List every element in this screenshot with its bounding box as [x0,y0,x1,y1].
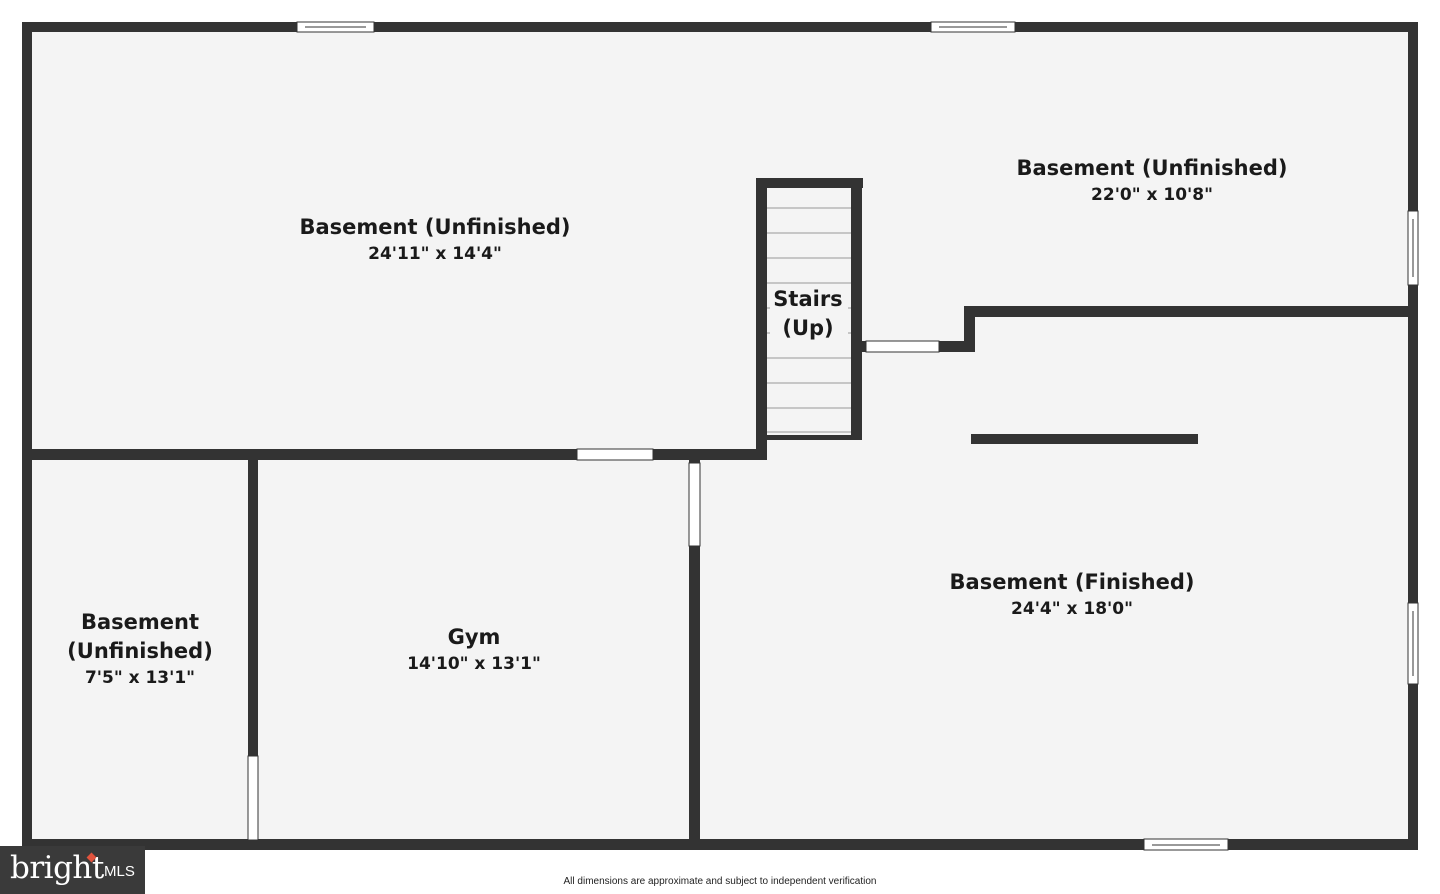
room-dimensions: 24'11" x 14'4" [368,244,502,264]
floor-area [28,27,1413,845]
room-basement-unfinished-main: Basement (Unfinished) 24'11" x 14'4" [300,215,571,264]
room-name-line1: Basement [81,610,199,634]
room-basement-unfinished-ne: Basement (Unfinished) 22'0" x 10'8" [1017,156,1288,205]
room-dimensions: 14'10" x 13'1" [407,654,541,674]
room-name: Basement (Unfinished) [1017,156,1288,180]
room-name: Basement (Finished) [950,570,1195,594]
room-name: Basement (Unfinished) [300,215,571,239]
room-dimensions: 22'0" x 10'8" [1091,185,1213,205]
logo-suffix: MLS [104,863,135,880]
room-basement-unfinished-sw: Basement (Unfinished) 7'5" x 13'1" [67,610,213,688]
door-finished-left [688,462,701,547]
room-basement-finished: Basement (Finished) 24'4" x 18'0" [950,570,1195,619]
door-sw-room [247,755,259,841]
exterior-walls [22,22,1418,850]
windows [296,21,1419,851]
door-gym-top [576,448,654,461]
room-stairs: Stairs (Up) [773,287,842,340]
room-name-line2: (Unfinished) [67,639,213,663]
room-name-line1: Stairs [773,287,842,311]
disclaimer-text: All dimensions are approximate and subje… [563,876,877,887]
room-name-line2: (Up) [782,316,833,340]
room-dimensions: 24'4" x 18'0" [1011,599,1133,619]
stairs-label-backing [770,284,848,344]
door-stairs-side [865,340,940,353]
room-dimensions: 7'5" x 13'1" [85,668,195,688]
room-name: Gym [448,625,501,649]
bright-mls-logo: bright MLS [0,846,145,894]
door-openings [247,340,940,841]
room-gym: Gym 14'10" x 13'1" [407,625,541,674]
